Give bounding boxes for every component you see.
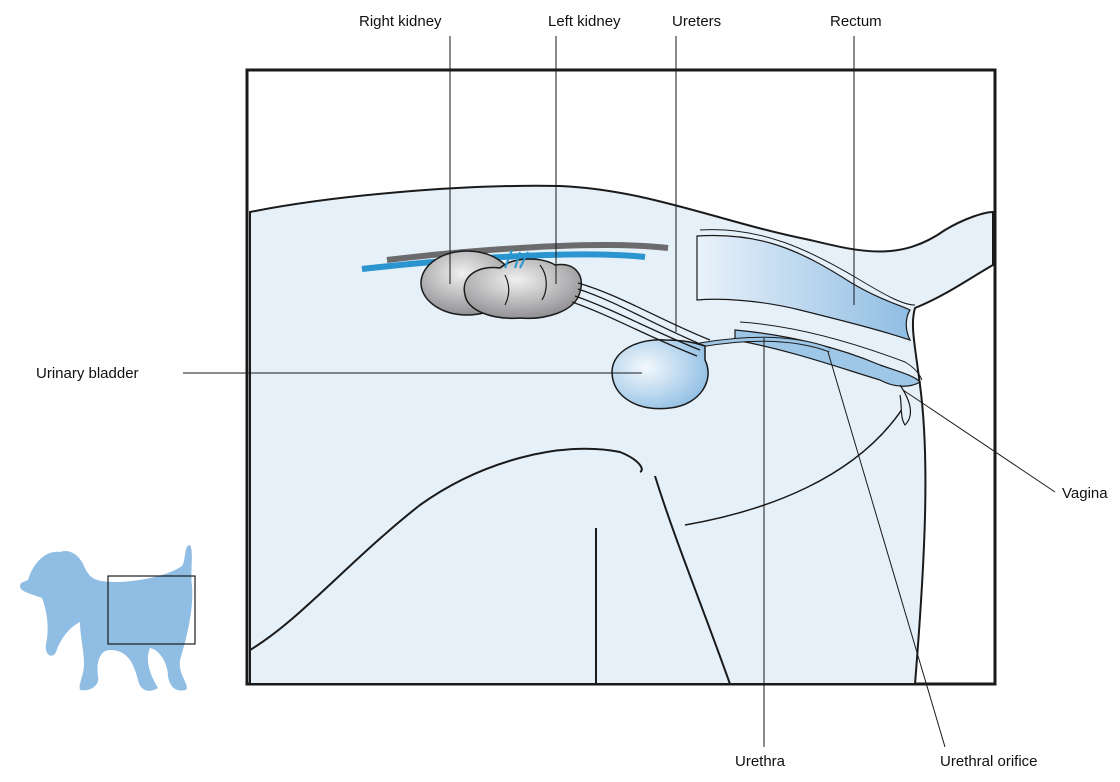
ureter-2 [574, 295, 701, 351]
label-urethra: Urethra [735, 753, 786, 770]
label-ureters: Ureters [672, 13, 721, 30]
label-left-kidney: Left kidney [548, 13, 621, 30]
label-right-kidney: Right kidney [359, 13, 442, 30]
urinary-bladder [611, 339, 709, 410]
renal-vessels [504, 249, 529, 269]
vagina-wall [739, 321, 923, 381]
label-urinary-bladder: Urinary bladder [36, 365, 139, 382]
ureter-2b [571, 301, 698, 357]
thigh-outline [249, 447, 643, 651]
left-kidney-lobe [504, 274, 510, 306]
tail-curve [684, 399, 909, 526]
ureter-1 [577, 282, 711, 341]
label-urethral-orifice: Urethral orifice [940, 753, 1038, 770]
left-kidney-lobe2 [539, 264, 547, 301]
ureter-1b [577, 288, 706, 347]
spine-gray [386, 242, 669, 263]
rectum-shape [696, 234, 912, 342]
label-rectum: Rectum [830, 13, 882, 30]
spine-blue [361, 251, 646, 272]
left-kidney-shape [463, 258, 582, 320]
locator-box [107, 575, 196, 645]
leader-lines [183, 36, 1056, 748]
dog-locator-icon [20, 545, 196, 691]
urethra-lumen [699, 337, 831, 352]
rectum-wall-line [699, 229, 916, 306]
vulva [899, 384, 912, 426]
leg-line [654, 475, 731, 685]
label-vagina: Vagina [1062, 485, 1108, 502]
